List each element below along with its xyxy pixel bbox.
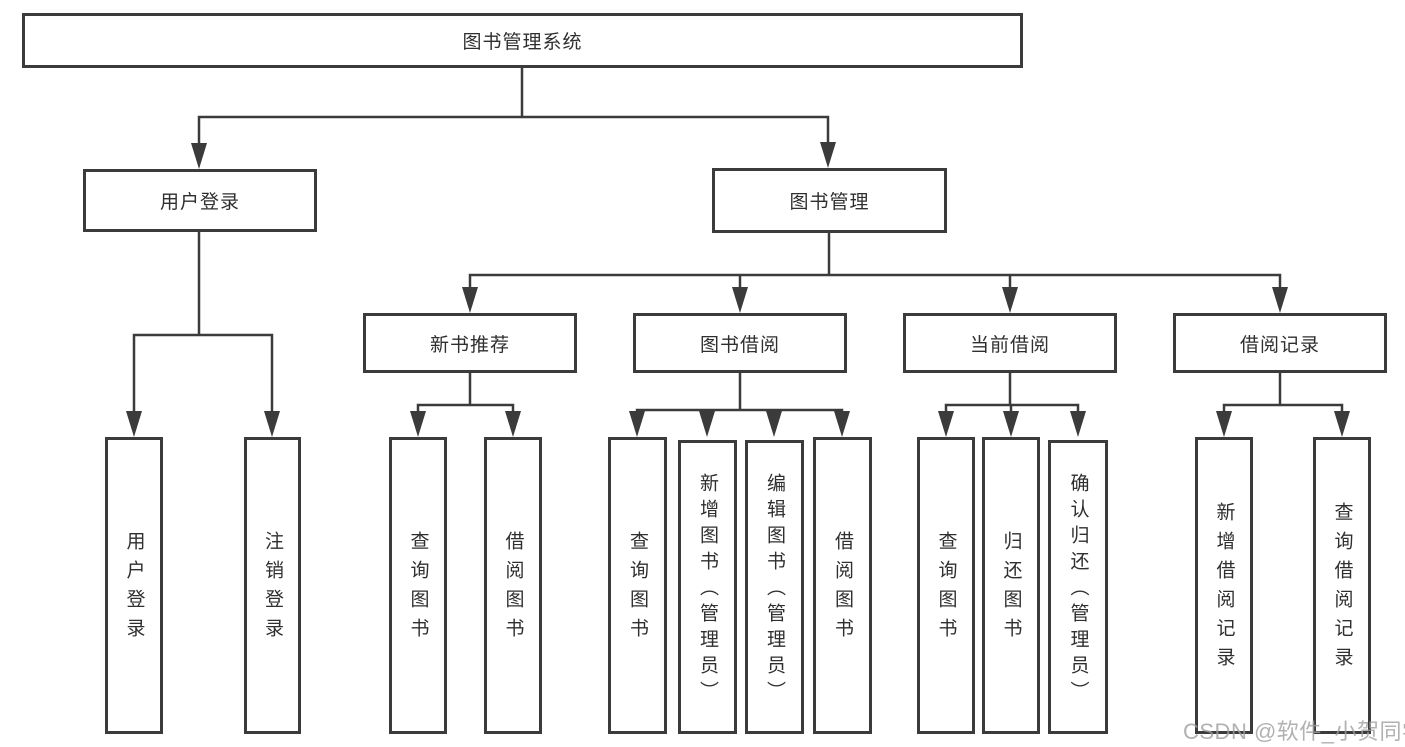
leaf-br-add-borrow-record: 新增借阅记录 <box>1195 437 1253 734</box>
leaf-user-login: 用户登录 <box>105 437 163 734</box>
leaf-nb-query-books: 查询图书 <box>389 437 447 734</box>
leaf-cb-query-books: 查询图书 <box>917 437 975 734</box>
leaf-br-query-borrow-record: 查询借阅记录 <box>1313 437 1371 734</box>
watermark: CSDN @软件_小贺同学 <box>1183 719 1405 744</box>
node-user-login: 用户登录 <box>83 169 317 232</box>
leaf-nb-borrow-books: 借阅图书 <box>484 437 542 734</box>
node-new-book-recommend: 新书推荐 <box>363 313 577 373</box>
leaf-cb-return-books: 归还图书 <box>982 437 1040 734</box>
node-root: 图书管理系统 <box>22 13 1023 68</box>
leaf-bb-query-books: 查询图书 <box>608 437 667 734</box>
leaf-bb-edit-books-admin: 编辑图书（管理员） <box>745 440 804 734</box>
node-book-borrow: 图书借阅 <box>633 313 847 373</box>
leaf-cb-confirm-return-admin: 确认归还（管理员） <box>1048 440 1108 734</box>
leaf-bb-borrow-books: 借阅图书 <box>813 437 872 734</box>
node-current-borrow: 当前借阅 <box>903 313 1117 373</box>
leaf-bb-add-books-admin: 新增图书（管理员） <box>678 440 737 734</box>
node-borrow-records: 借阅记录 <box>1173 313 1387 373</box>
leaf-logout: 注销登录 <box>244 437 301 734</box>
node-book-management: 图书管理 <box>712 168 947 233</box>
